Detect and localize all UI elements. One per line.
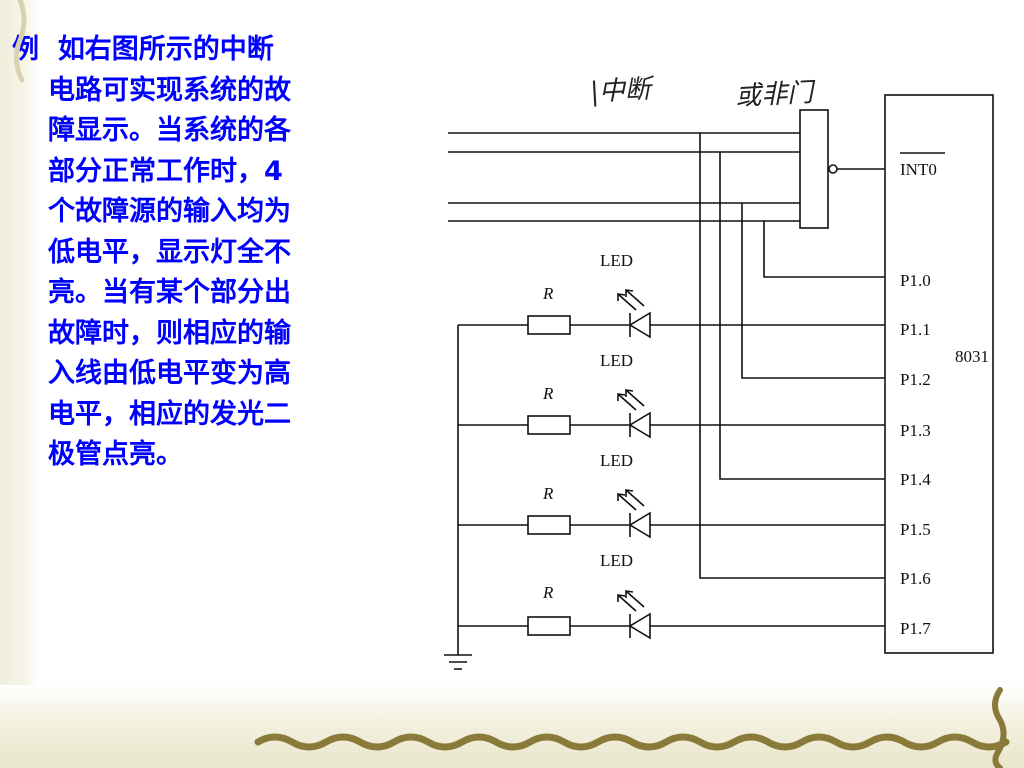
nor-gate — [799, 109, 829, 229]
text-line-3: 障显示。当系统的各 — [48, 115, 291, 146]
pin-int0: INT0 — [900, 160, 937, 179]
resistor-label-2: R — [542, 384, 554, 403]
led-branch-p1-3 — [458, 389, 885, 439]
chip-8031 — [884, 94, 994, 654]
bottom-background-band — [0, 685, 1024, 768]
pin-p1-1: P1.1 — [900, 320, 931, 339]
led-label-4: LED — [600, 551, 633, 570]
pin-p1-4: P1.4 — [900, 470, 931, 489]
resistor-label-4: R — [542, 583, 554, 602]
paragraph-first-line: 例 如右图所示的中断 — [12, 30, 387, 71]
tap-wire-p1-4 — [719, 152, 885, 480]
led-label-2: LED — [600, 351, 633, 370]
text-line-2: 电路可实现系统的故 — [48, 74, 291, 106]
left-background-band — [0, 0, 40, 768]
resistor-label-3: R — [542, 484, 554, 503]
text-line-11: 极管点亮。 — [48, 439, 183, 470]
pin-p1-0: P1.0 — [900, 271, 931, 290]
text-line-5: 个故障源的输入均为 — [48, 196, 291, 227]
led-branch-p1-5 — [458, 489, 885, 539]
resistor-label-1: R — [542, 284, 554, 303]
text-line-6: 低电平，显示灯全不 — [48, 236, 291, 268]
tap-wire-p1-0 — [763, 221, 885, 278]
pin-p1-7: P1.7 — [900, 619, 931, 638]
pin-p1-3: P1.3 — [900, 421, 931, 440]
text-line-9: 入线由低电平变为高 — [48, 358, 291, 389]
text-line-4: 部分正常工作时，4 — [48, 155, 283, 187]
pin-p1-5: P1.5 — [900, 520, 931, 539]
explanation-text: 例 如右图所示的中断 电路可实现系统的故 障显示。当系统的各 部分正常工作时，4… — [12, 30, 387, 476]
text-line-10: 电平，相应的发光二 — [48, 398, 291, 430]
led-label-3: LED — [600, 451, 633, 470]
tap-wire-p1-2 — [741, 203, 885, 379]
led-branch-p1-7 — [458, 590, 885, 640]
chip-label: 8031 — [955, 347, 989, 366]
tap-wire-p1-6 — [699, 133, 885, 579]
pin-p1-2: P1.2 — [900, 370, 931, 389]
vine-stem-left — [14, 0, 27, 83]
text-line-7: 亮。当有某个部分出 — [48, 277, 291, 308]
text-line-8: 故障时，则相应的输 — [48, 317, 291, 349]
vine-stem-horizontal — [254, 733, 1010, 751]
text-line-1: 如右图所示的中断 — [57, 34, 274, 65]
led-branch-p1-1 — [458, 289, 885, 339]
vine-stem-vertical — [992, 687, 1007, 768]
pin-p1-6: P1.6 — [900, 569, 931, 588]
led-label-1: LED — [600, 251, 633, 270]
